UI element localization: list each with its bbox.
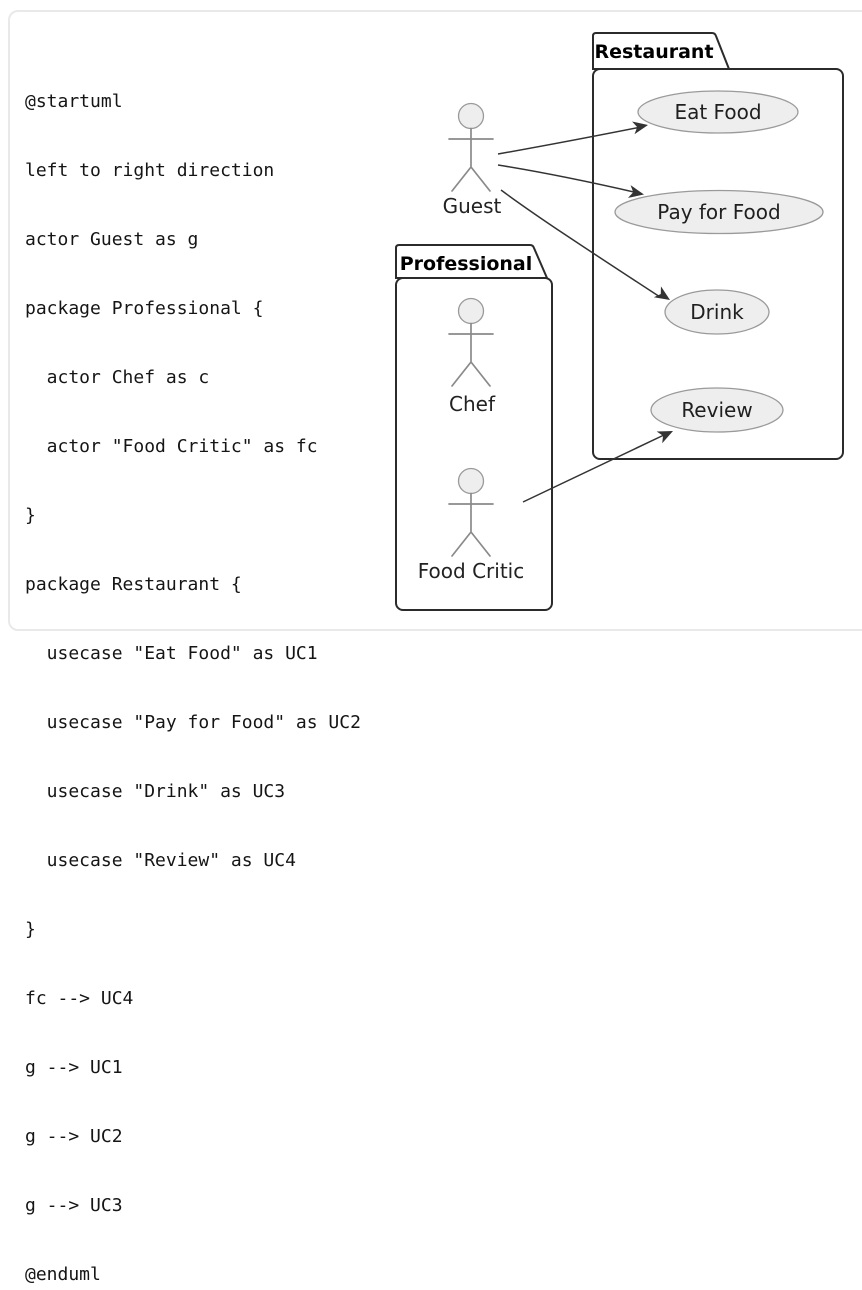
edge-food-critic-review xyxy=(522,425,676,503)
usecase-pay-for-food: Pay for Food xyxy=(614,189,824,235)
actor-food-critic-label: Food Critic xyxy=(418,559,524,583)
edge-guest-drink xyxy=(500,189,674,306)
code-line: } xyxy=(25,505,36,526)
package-professional-tab xyxy=(395,244,549,279)
usecase-eat-food: Eat Food xyxy=(637,90,799,134)
edge-guest-eat-food xyxy=(497,118,650,155)
code-line: @enduml xyxy=(25,1264,101,1285)
actor-guest: Guest xyxy=(443,102,502,218)
actor-chef-label: Chef xyxy=(449,392,496,416)
code-line: g --> UC3 xyxy=(25,1195,123,1216)
actor-guest-label: Guest xyxy=(443,194,502,218)
actor-chef: Chef xyxy=(448,297,496,416)
package-professional: Professional Chef Food Critic xyxy=(395,244,553,611)
usecase-drink-label: Drink xyxy=(690,300,744,324)
code-line: package Professional { xyxy=(25,298,264,319)
usecase-pay-for-food-ellipse xyxy=(614,189,824,235)
actor-guest-head-icon xyxy=(457,102,485,130)
code-line: left to right direction xyxy=(25,160,275,181)
usecase-review-label: Review xyxy=(681,398,752,422)
actor-chef-body-icon xyxy=(448,322,494,387)
edge-guest-eat-food-line xyxy=(497,126,642,155)
usecase-eat-food-label: Eat Food xyxy=(674,100,761,124)
usecase-pay-for-food-label: Pay for Food xyxy=(657,200,780,224)
code-line: actor Guest as g xyxy=(25,229,199,250)
code-line: actor "Food Critic" as fc xyxy=(25,436,318,457)
package-professional-title: Professional xyxy=(400,253,533,275)
usecase-eat-food-ellipse xyxy=(637,90,799,134)
package-restaurant-title: Restaurant xyxy=(594,41,713,63)
code-line: fc --> UC4 xyxy=(25,988,134,1009)
code-line: usecase "Eat Food" as UC1 xyxy=(25,643,318,664)
edge-guest-pay-for-food-line xyxy=(497,164,637,194)
usecase-review: Review xyxy=(650,387,784,433)
code-line: usecase "Review" as UC4 xyxy=(25,850,296,871)
usecase-diagram: Restaurant Eat Food Pay for Food Drink R… xyxy=(395,32,844,611)
package-restaurant-tab xyxy=(592,32,731,70)
actor-food-critic-head-icon xyxy=(457,467,485,495)
code-line: @startuml xyxy=(25,91,123,112)
code-line: g --> UC1 xyxy=(25,1057,123,1078)
actor-food-critic: Food Critic xyxy=(418,467,524,583)
code-line: } xyxy=(25,919,36,940)
actor-guest-body-icon xyxy=(448,127,494,192)
usecase-drink-ellipse xyxy=(664,289,770,335)
usecase-review-ellipse xyxy=(650,387,784,433)
code-line: usecase "Pay for Food" as UC2 xyxy=(25,712,361,733)
code-line: usecase "Drink" as UC3 xyxy=(25,781,286,802)
edge-food-critic-review-line xyxy=(522,433,666,503)
package-restaurant: Restaurant Eat Food Pay for Food Drink R… xyxy=(592,32,844,460)
actor-chef-head-icon xyxy=(457,297,485,325)
edge-guest-drink-line xyxy=(500,189,661,298)
code-line: g --> UC2 xyxy=(25,1126,123,1147)
code-line: package Restaurant { xyxy=(25,574,242,595)
edge-guest-pay-for-food xyxy=(497,164,646,201)
usecase-drink: Drink xyxy=(664,289,770,335)
code-line: actor Chef as c xyxy=(25,367,210,388)
actor-food-critic-body-icon xyxy=(448,492,494,557)
